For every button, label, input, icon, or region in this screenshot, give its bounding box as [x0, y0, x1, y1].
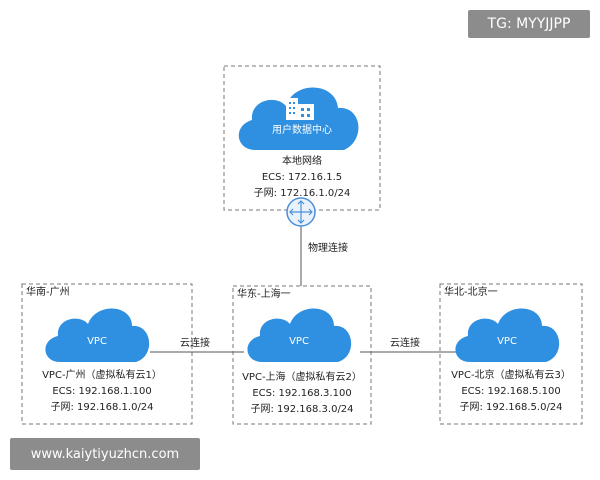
region-title-guangzhou: 华南-广州	[26, 287, 70, 298]
local-subnet-label: 子网: 172.16.1.0/24	[253, 188, 351, 199]
subnet-shanghai: 子网: 192.168.3.0/24	[250, 404, 354, 415]
router-icon	[286, 197, 316, 227]
vpc-cloud-icon-beijing	[455, 308, 560, 362]
vpc-label-shanghai: VPC	[289, 336, 309, 347]
vpc-cloud-icon-guangzhou	[45, 308, 150, 362]
local-ecs-label: ECS: 172.16.1.5	[261, 172, 343, 183]
subnet-guangzhou: 子网: 192.168.1.0/24	[50, 402, 154, 413]
region-title-beijing: 华北-北京一	[444, 287, 498, 298]
cloud-connection-right-label: 云连接	[390, 338, 420, 349]
vpc-name-beijing: VPC-北京（虚拟私有云3）	[451, 370, 571, 381]
region-title-shanghai: 华东-上海一	[237, 289, 291, 300]
cloud-connection-left-label: 云连接	[180, 338, 210, 349]
subnet-beijing: 子网: 192.168.5.0/24	[459, 402, 563, 413]
region-box-guangzhou	[21, 283, 193, 425]
local-network-label: 本地网络	[282, 156, 322, 167]
ecs-shanghai: ECS: 192.168.3.100	[252, 388, 352, 399]
data-center-label: 用户数据中心	[272, 125, 332, 136]
vpc-name-guangzhou: VPC-广州（虚拟私有云1）	[42, 370, 162, 381]
vpc-name-shanghai: VPC-上海（虚拟私有云2）	[242, 372, 362, 383]
vpc-label-beijing: VPC	[497, 336, 517, 347]
building-icon	[286, 98, 314, 120]
watermark-top: TG: MYYJJPP	[468, 10, 590, 38]
region-box-shanghai	[232, 285, 372, 425]
region-box-beijing	[439, 283, 583, 425]
watermark-bottom: www.kaiytiyuzhcn.com	[10, 438, 200, 470]
vpc-cloud-icon-shanghai	[247, 308, 352, 362]
vpc-label-guangzhou: VPC	[87, 336, 107, 347]
physical-connection-label: 物理连接	[308, 243, 348, 254]
ecs-guangzhou: ECS: 192.168.1.100	[52, 386, 152, 397]
ecs-beijing: ECS: 192.168.5.100	[461, 386, 561, 397]
